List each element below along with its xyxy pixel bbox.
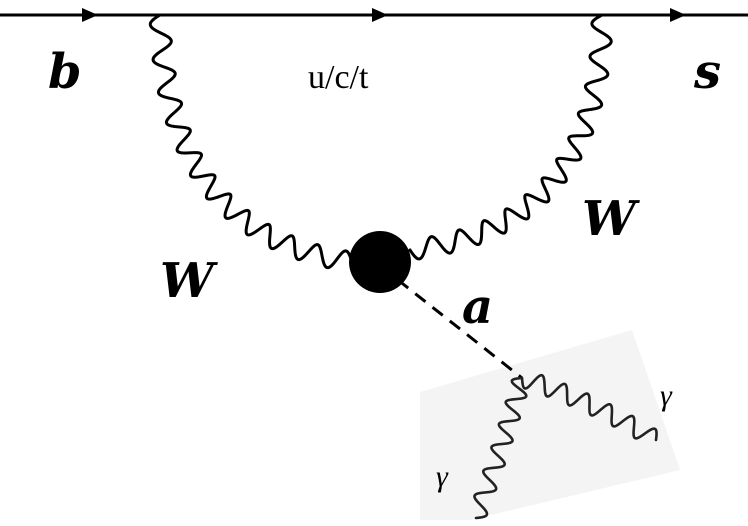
label-photon-2: γ [436,460,449,493]
axion-line [397,278,523,380]
label-w-right: W [582,191,640,247]
w-boson-left-line [148,13,354,270]
label-internal-quark: u/c/t [308,59,369,96]
effective-vertex-blob [349,231,411,293]
arrow-b-icon [82,8,98,22]
photon-line-down [473,376,528,520]
label-axion: a [462,279,493,335]
label-s: s [693,44,721,100]
w-boson-right-line [408,13,613,261]
arrow-s-icon [670,8,686,22]
arrow-internal-icon [372,8,388,22]
photon-line-right [520,373,658,442]
label-photon-1: γ [660,379,673,412]
label-w-left: W [160,253,218,309]
label-b: b [48,44,82,100]
photon-region-patch [420,330,680,520]
